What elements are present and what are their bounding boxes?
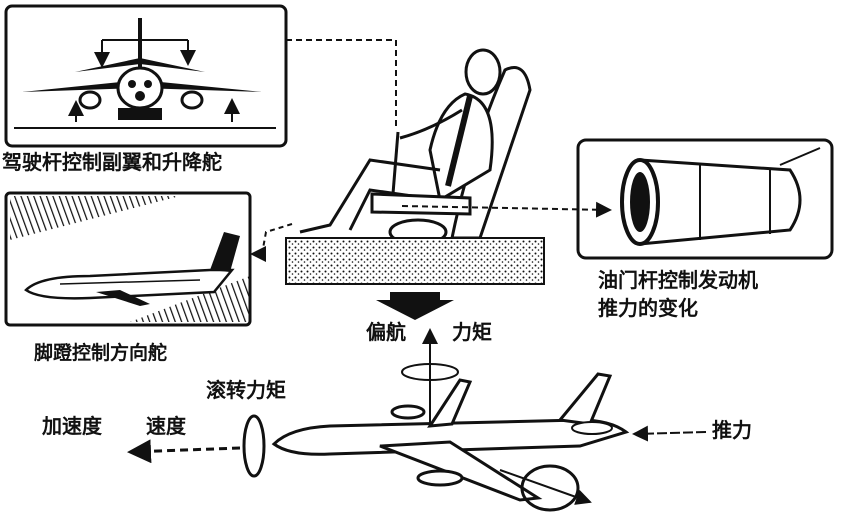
label-yaw: 偏航: [366, 320, 406, 344]
label-acceleration: 加速度: [42, 414, 102, 438]
label-speed: 速度: [146, 414, 186, 438]
panel-engine: [576, 138, 834, 260]
label-throttle-line2: 推力的变化: [598, 296, 698, 320]
panel-front-view: [4, 4, 288, 148]
label-stick-control: 驾驶杆控制副翼和升降舵: [2, 150, 222, 174]
label-throttle-line1: 油门杆控制发动机: [598, 268, 758, 292]
control-linkages: [250, 39, 612, 262]
label-roll-moment: 滚转力矩: [206, 378, 286, 402]
aircraft-forces: [127, 328, 707, 512]
label-yaw-moment: 力矩: [452, 320, 492, 344]
label-thrust: 推力: [712, 418, 752, 442]
result-arrow: [376, 292, 454, 320]
label-pedal-control: 脚蹬控制方向舵: [34, 342, 168, 364]
pilot-figure: [285, 48, 545, 285]
panel-side-view: [4, 191, 252, 327]
